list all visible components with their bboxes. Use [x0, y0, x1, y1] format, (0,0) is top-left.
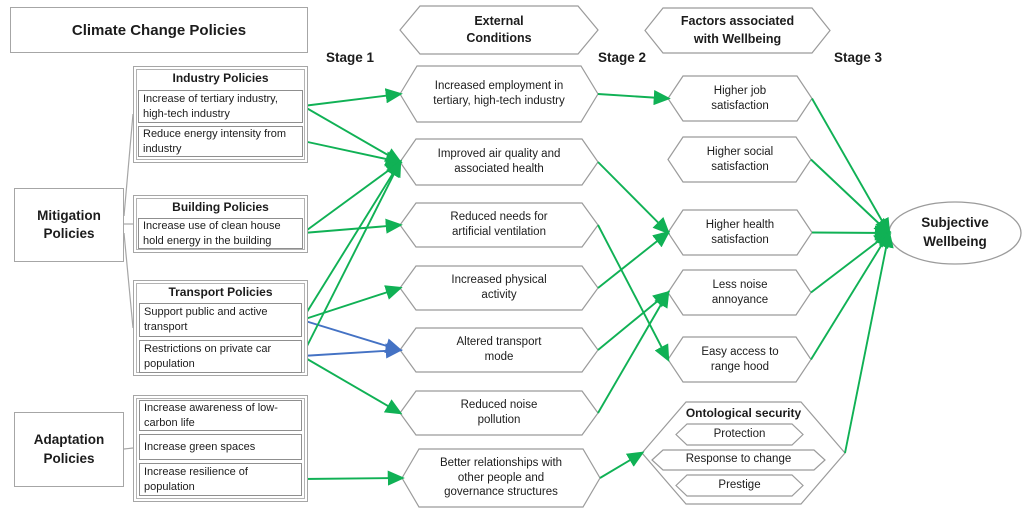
arrow-policy_tertiary-to-cond_air: [302, 105, 403, 164]
factor-job-satisfaction: Higher job satisfaction: [711, 84, 769, 112]
arrow-policy_energy-to-cond_air: [302, 140, 403, 167]
hexagon-factors_header: [644, 7, 831, 54]
ontological-prestige: Prestige: [718, 478, 761, 491]
industry-policies-title: Industry Policies: [172, 71, 269, 85]
policy-item-private-car-restrictions: Restrictions on private car population: [139, 340, 302, 373]
subjective-wellbeing-label: Subjective Wellbeing: [921, 215, 989, 249]
arrow-cond_employment-to-factor_job: [597, 90, 671, 106]
building-policies-title: Building Policies: [172, 199, 269, 214]
stage-3-label: Stage 3: [833, 49, 883, 65]
policy-item-clean-household-energy: Increase use of clean house hold energy …: [138, 218, 303, 249]
arrow-policy_resilience-to-cond_relationships: [301, 470, 405, 486]
arrow-factor_social-to-wellbeing: [810, 158, 892, 235]
condition-employment: Increased employment in tertiary, high-t…: [433, 80, 565, 107]
arrow-policy_support-to-cond_air: [301, 159, 402, 321]
condition-transport-mode: Altered transport mode: [456, 336, 542, 363]
policy-item-public-active-transport: Support public and active transport: [139, 303, 302, 337]
policy-item-low-carbon-awareness: Increase awareness of low-carbon life: [139, 400, 302, 431]
ontological-protection: Protection: [713, 427, 766, 440]
arrow-policy_support-to-cond_transport: [301, 319, 403, 354]
condition-air-quality: Improved air quality and associated heal…: [437, 148, 561, 175]
condition-physical-activity: Increased physical activity: [451, 274, 547, 301]
arrow-policy_clean-to-cond_air: [302, 160, 403, 234]
arrow-factor_lessnoise-to-wellbeing: [810, 231, 892, 294]
factor-ontological-security-title: Ontological security: [685, 406, 802, 420]
adaptation-policies-label: Adaptation Policies: [33, 432, 105, 466]
factor-easy-access-range-hood: Easy access to range hood: [701, 345, 779, 373]
external-conditions-header: External Conditions: [466, 13, 532, 46]
arrow-policy_restrict-to-cond_noise: [301, 355, 403, 415]
group-connector-3: [123, 447, 134, 450]
arrow-factor_easyaccess-to-wellbeing: [810, 230, 891, 360]
adaptation-policies-box: Adaptation Policies: [14, 412, 124, 487]
group-connector-0: [123, 113, 134, 217]
condition-relationships: Better relationships with other people a…: [439, 456, 563, 499]
factor-social-satisfaction: Higher social satisfaction: [706, 145, 774, 173]
ontological-response-to-change: Response to change: [685, 453, 792, 466]
hexagon-onto_protection: [675, 423, 804, 446]
arrow-cond_air-to-factor_health: [597, 161, 671, 235]
condition-noise-pollution: Reduced noise pollution: [460, 399, 538, 426]
group-connector-2: [123, 232, 134, 329]
mitigation-policies-box: Mitigation Policies: [14, 188, 124, 262]
stage-2-label: Stage 2: [597, 49, 647, 65]
arrow-policy_tertiary-to-cond_employment: [302, 88, 403, 107]
arrow-policy_restrict-to-cond_air: [301, 159, 402, 357]
hexagon-onto_prestige: [675, 474, 804, 497]
mitigation-policies-label: Mitigation Policies: [37, 207, 101, 241]
policy-item-energy-intensity: Reduce energy intensity from industry: [138, 126, 303, 157]
arrow-policy_clean-to-cond_ventilation: [302, 218, 403, 234]
climate-policies-title: Climate Change Policies: [71, 21, 247, 39]
factor-health-satisfaction: Higher health satisfaction: [705, 218, 775, 246]
arrow-cond_activity-to-factor_health: [597, 230, 671, 289]
arrow-cond_relationships-to-factor_ontological: [599, 451, 645, 479]
policy-item-population-resilience: Increase resilience of population: [139, 463, 302, 496]
wellbeing-factors-header: Factors associated with Wellbeing: [680, 14, 795, 46]
hexagon-onto_response: [651, 449, 826, 471]
arrow-cond_ventilation-to-factor_easyaccess: [597, 224, 670, 363]
climate-policies-title-box: Climate Change Policies: [10, 7, 308, 53]
arrow-factor_job-to-wellbeing: [811, 98, 891, 236]
arrow-factor_ontological-to-wellbeing: [844, 230, 894, 454]
arrow-factor_health-to-wellbeing: [811, 225, 892, 241]
arrow-policy_support-to-cond_activity: [301, 285, 403, 321]
policy-item-tertiary-industry: Increase of tertiary industry, high-tech…: [138, 90, 303, 123]
arrow-cond_noise-to-factor_lessnoise: [597, 290, 670, 414]
factor-less-noise: Less noise annoyance: [711, 278, 769, 306]
hexagon-cond_header: [399, 5, 599, 55]
transport-policies-title: Transport Policies: [168, 284, 273, 299]
arrow-policy_restrict-to-cond_transport: [301, 343, 403, 359]
condition-ventilation: Reduced needs for artificial ventilation: [450, 211, 548, 238]
policy-item-green-spaces: Increase green spaces: [139, 434, 302, 460]
stage-1-label: Stage 1: [325, 49, 375, 65]
